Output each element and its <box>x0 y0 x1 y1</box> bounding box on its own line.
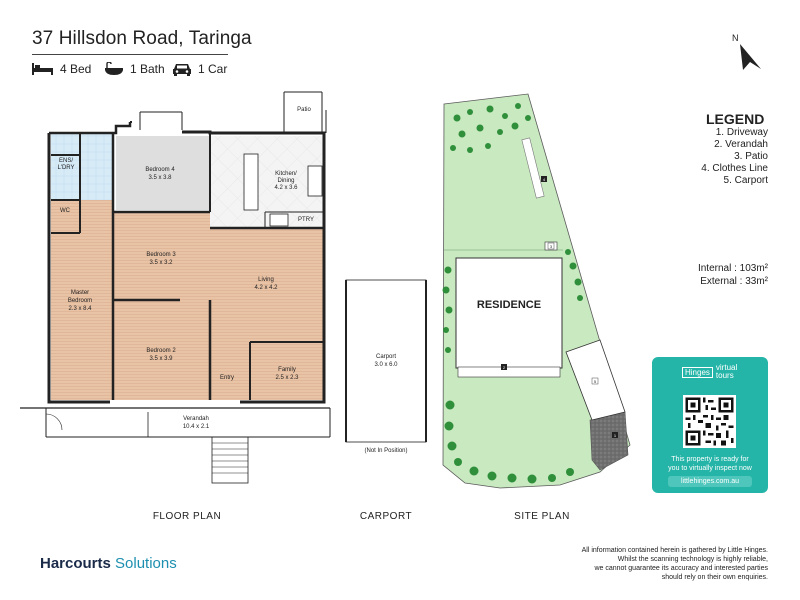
tours-label: tours <box>715 371 734 380</box>
brand-division: Solutions <box>115 555 177 572</box>
kitchen-floor <box>210 136 324 228</box>
ready-line-1: This property is ready for <box>671 456 749 463</box>
virtual-label: virtual <box>715 363 738 372</box>
floor-plan <box>51 133 324 400</box>
car-count: 1 Car <box>198 62 228 76</box>
virtual-tour-text: This property is ready for you to virtua… <box>656 455 764 473</box>
residence-label: RESIDENCE <box>477 299 541 311</box>
wc-label: WC <box>60 208 71 214</box>
marker-4: 4 <box>543 177 546 182</box>
marker-5: 5 <box>594 379 597 384</box>
carport-note: (Not In Position) <box>364 448 407 454</box>
disclaimer-line: All information contained herein is gath… <box>581 547 768 554</box>
legend-item: 4. Clothes Line <box>701 163 768 174</box>
marker-3: 3 <box>550 244 553 249</box>
kitchen-label-2: Dining <box>277 178 294 184</box>
family-label: Family <box>278 367 296 373</box>
kitchen-label: Kitchen/ <box>275 171 297 177</box>
hinges-url-link[interactable]: littlehinges.com.au <box>668 476 752 487</box>
trees <box>442 103 583 484</box>
floor-plan-label: FLOOR PLAN <box>153 511 221 522</box>
bath-count: 1 Bath <box>130 62 165 76</box>
room-labels: ENS/ L'DRY WC Bedroom 4 3.5 x 3.8 Kitche… <box>57 107 313 430</box>
family-floor <box>250 342 324 400</box>
internal-area: Internal : 103m² <box>697 263 768 274</box>
disclaimer: All information contained herein is gath… <box>560 546 768 582</box>
verandah-label: Verandah <box>183 416 209 422</box>
car-icon <box>173 63 191 76</box>
site-plan: RESIDENCE 1 2 3 4 5 <box>442 93 631 489</box>
legend-item: 3. Patio <box>734 151 768 162</box>
bed3-label: Bedroom 3 <box>146 252 176 258</box>
bed-feature: 4 Bed <box>32 62 91 76</box>
disclaimer-line: Whilst the scanning technology is highly… <box>617 556 768 563</box>
agency-logo: Harcourts Solutions <box>40 555 177 572</box>
carport-dims: 3.0 x 6.0 <box>374 362 398 368</box>
living-dims: 4.2 x 4.2 <box>254 285 278 291</box>
walls <box>20 91 331 484</box>
bed-count: 4 Bed <box>60 62 92 76</box>
address-underline <box>32 54 228 55</box>
pantry-label: PTRY <box>298 217 314 223</box>
car-feature: 1 Car <box>172 62 227 76</box>
hinges-brand: Hinges <box>682 366 713 378</box>
bed-icon <box>32 63 53 75</box>
bedroom3-floor <box>113 212 210 300</box>
entry-label: Entry <box>220 375 234 381</box>
property-address: 37 Hillsdon Road, Taringa <box>32 28 252 49</box>
disclaimer-line: we cannot guarantee its accuracy and int… <box>594 565 768 572</box>
marker-1: 1 <box>614 433 617 438</box>
north-arrow-icon: N <box>732 33 761 70</box>
site-plan-label: SITE PLAN <box>514 511 570 522</box>
legend-item: 1. Driveway <box>715 127 768 138</box>
ready-line-2: you to virtually inspect now <box>668 465 752 472</box>
residence-footprint <box>455 257 563 369</box>
master-dims: 2.3 x 8.4 <box>68 306 92 312</box>
bedroom4-floor <box>116 136 210 210</box>
living-label: Living <box>258 277 274 283</box>
bath-feature: 1 Bath <box>104 62 165 76</box>
driveway-gravel <box>589 411 629 471</box>
family-dims: 2.5 x 2.3 <box>275 375 299 381</box>
bed3-dims: 3.5 x 3.2 <box>149 260 173 266</box>
master-label-2: Bedroom <box>68 298 92 304</box>
external-area: External : 33m² <box>700 276 768 287</box>
carport-plan-label: CARPORT <box>360 511 412 522</box>
bath-icon <box>105 62 123 75</box>
bed2-label: Bedroom 2 <box>146 348 176 354</box>
qr-code[interactable] <box>683 395 736 448</box>
kitchen-dims: 4.2 x 3.6 <box>274 185 298 191</box>
bed4-label: Bedroom 4 <box>145 167 175 173</box>
ens-label-2: L'DRY <box>57 165 74 171</box>
bed4-dims: 3.5 x 3.8 <box>148 175 172 181</box>
verandah-dims: 10.4 x 2.1 <box>183 424 210 430</box>
driveway-strip <box>521 137 545 199</box>
bedroom2-floor <box>113 300 210 400</box>
disclaimer-line: should rely on their own enquiries. <box>661 574 768 581</box>
entry-floor <box>210 342 250 400</box>
patio-label: Patio <box>297 107 311 113</box>
master-label: Master <box>71 290 89 296</box>
legend-title: LEGEND <box>706 111 765 127</box>
north-label: N <box>732 33 739 43</box>
legend-list: 1. Driveway 2. Verandah 3. Patio 4. Clot… <box>690 127 768 187</box>
legend-item: 2. Verandah <box>714 139 768 150</box>
carport-plan: Carport 3.0 x 6.0 (Not In Position) <box>345 279 427 454</box>
living-floor <box>210 228 324 342</box>
brand-name: Harcourts <box>40 555 111 572</box>
ens-label: ENS/ <box>59 158 73 164</box>
marker-2: 2 <box>503 365 506 370</box>
legend-item: 5. Carport <box>723 175 768 186</box>
carport-label: Carport <box>376 354 396 360</box>
bed2-dims: 3.5 x 3.9 <box>149 356 173 362</box>
